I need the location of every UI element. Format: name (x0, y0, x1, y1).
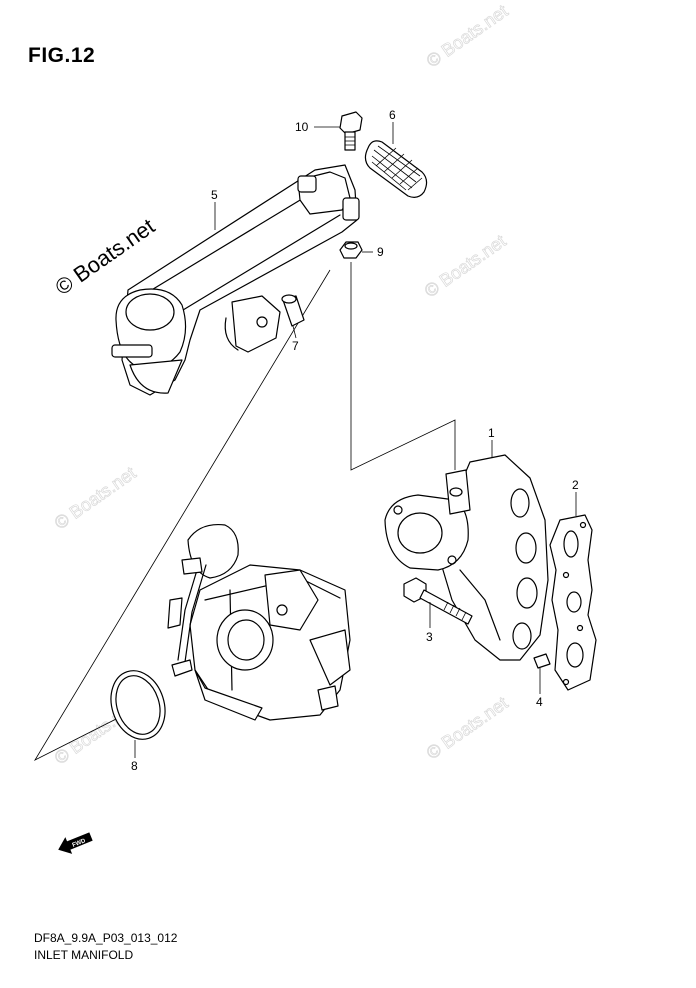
watermark-faint-2: © Boats.net (421, 231, 510, 301)
callout-7: 7 (292, 339, 299, 353)
callout-2: 2 (572, 478, 579, 492)
part-8-o-ring (110, 670, 166, 740)
callout-9: 9 (377, 245, 384, 259)
part-7-collar (281, 294, 305, 327)
watermark-faint-6: © Boats.net (423, 693, 512, 763)
callout-6: 6 (389, 108, 396, 122)
callout-3: 3 (426, 630, 433, 644)
callout-1: 1 (488, 426, 495, 440)
part-9-grommet (339, 241, 363, 259)
callout-10: 10 (295, 120, 309, 134)
diagram-code: DF8A_9.9A_P03_013_012 (34, 931, 178, 945)
carburetor-assembly (167, 523, 351, 721)
watermark-faint-1: © Boats.net (423, 1, 512, 71)
leader-7 (292, 325, 297, 339)
diagram-name: INLET MANIFOLD (34, 948, 134, 962)
part-3-bolt (403, 577, 473, 625)
part-5-intake-silencer (111, 164, 360, 396)
watermark-faint-3: © Boats.net (51, 463, 140, 533)
part-2-gasket (549, 514, 597, 691)
callout-leaders (134, 122, 577, 758)
callout-5: 5 (211, 188, 218, 202)
callout-8: 8 (131, 759, 138, 773)
callout-4: 4 (536, 695, 543, 709)
part-10-bolt (339, 111, 363, 151)
part-1-inlet-manifold (384, 454, 549, 661)
part-6-screen (364, 140, 428, 198)
leader-line-grommet (350, 262, 456, 471)
figure-title: FIG.12 (28, 44, 96, 67)
fwd-arrow-label: FWD (72, 838, 88, 849)
callout-labels: 10 6 5 9 7 1 2 3 4 8 (131, 108, 579, 773)
fwd-direction-arrow: FWD (58, 832, 93, 854)
diagram-footer: DF8A_9.9A_P03_013_012 INLET MANIFOLD (34, 930, 177, 964)
leader-line-intake (33, 269, 331, 761)
part-4-dowel-pin (533, 653, 551, 669)
